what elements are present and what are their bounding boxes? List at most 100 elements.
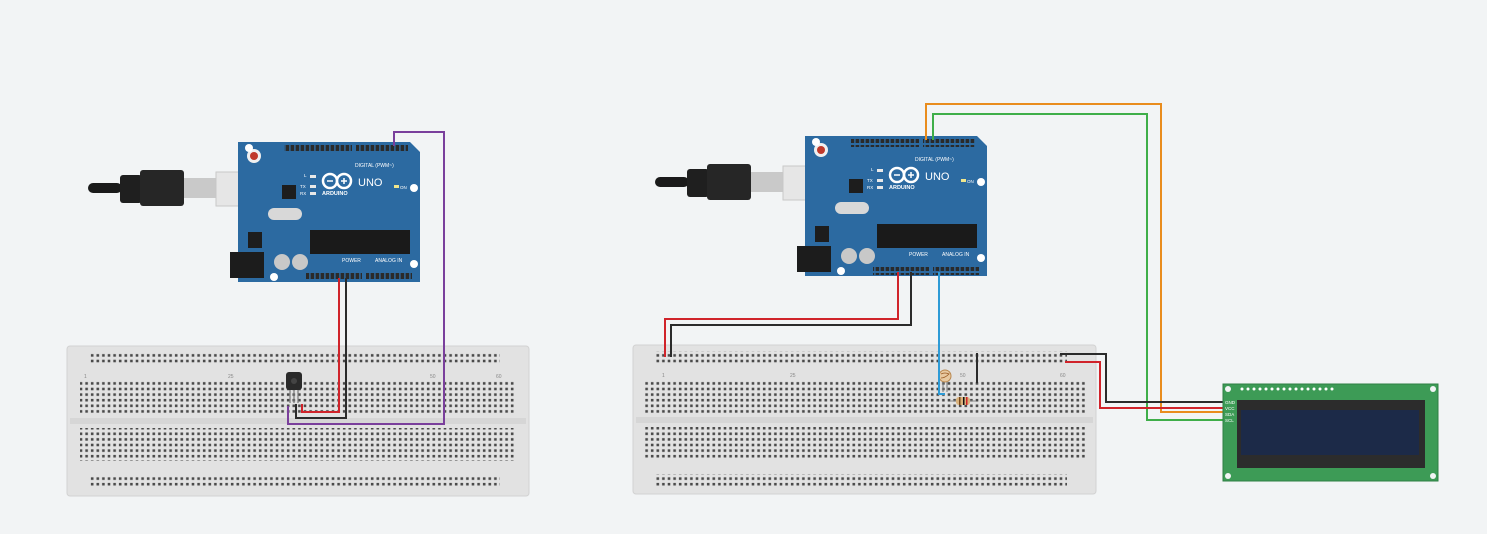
digital-header-right[interactable] bbox=[356, 145, 408, 153]
digital-label: DIGITAL (PWM~) bbox=[915, 157, 954, 163]
col-label: 1 bbox=[662, 373, 665, 379]
on-led-label: ON bbox=[400, 185, 407, 190]
l-led-icon bbox=[877, 169, 883, 172]
l-led-icon bbox=[310, 175, 316, 178]
reset-button-cap bbox=[250, 152, 258, 160]
analog-label: ANALOG IN bbox=[942, 252, 970, 258]
analog-label: ANALOG IN bbox=[375, 258, 403, 264]
crystal-icon bbox=[835, 202, 869, 214]
tx-led-icon bbox=[310, 185, 316, 188]
breadboard-2[interactable]: 1 25 50 60 bbox=[632, 344, 1097, 495]
digital-header-left[interactable] bbox=[284, 145, 352, 153]
breadboard-1[interactable]: 1 25 50 60 bbox=[66, 345, 530, 497]
mounting-hole-icon bbox=[1430, 473, 1436, 479]
model-label: UNO bbox=[925, 171, 950, 183]
mounting-hole-icon bbox=[812, 138, 820, 146]
brand-label: ARDUINO bbox=[322, 191, 348, 197]
capacitor-icon bbox=[859, 248, 875, 264]
center-channel bbox=[636, 417, 1093, 423]
power-label: POWER bbox=[909, 252, 928, 258]
usb-cable[interactable] bbox=[88, 170, 265, 207]
mounting-hole-icon bbox=[410, 260, 418, 268]
mounting-hole-icon bbox=[1430, 386, 1436, 392]
analog-header[interactable] bbox=[933, 267, 979, 275]
column-numbers: 1 25 50 60 bbox=[84, 374, 502, 380]
on-led-label: ON bbox=[967, 179, 974, 184]
col-label: 25 bbox=[790, 373, 796, 379]
terminal-strip-bottom bbox=[645, 427, 1085, 460]
capacitor-icon bbox=[841, 248, 857, 264]
arduino-logo-icon bbox=[321, 172, 353, 190]
arduino-logo-icon bbox=[888, 166, 920, 184]
on-led-icon bbox=[394, 185, 399, 188]
power-header[interactable] bbox=[306, 273, 362, 281]
power-header[interactable] bbox=[873, 267, 929, 275]
digital-header-left[interactable] bbox=[851, 139, 919, 147]
wire-orange[interactable] bbox=[925, 103, 1226, 413]
col-label: 60 bbox=[1060, 373, 1066, 379]
power-jack bbox=[797, 246, 831, 272]
reset-button-cap bbox=[817, 146, 825, 154]
terminal-strip-bottom bbox=[80, 428, 516, 461]
wire-blue[interactable] bbox=[938, 272, 945, 395]
regulator-icon bbox=[248, 232, 262, 248]
lcd-pin-vcc[interactable]: VCC bbox=[1225, 406, 1235, 411]
terminal-strip-top bbox=[645, 380, 1085, 413]
wire-red[interactable] bbox=[301, 278, 340, 413]
wire-black[interactable] bbox=[670, 272, 912, 357]
microcontroller-chip bbox=[877, 224, 977, 248]
usb-chip-icon bbox=[282, 185, 296, 199]
wire-red[interactable] bbox=[664, 272, 899, 357]
regulator-icon bbox=[815, 226, 829, 242]
center-channel bbox=[70, 418, 526, 424]
usb-cable[interactable] bbox=[655, 164, 832, 201]
wire-black[interactable] bbox=[295, 278, 347, 419]
power-rail-top bbox=[90, 352, 500, 364]
digital-label: DIGITAL (PWM~) bbox=[355, 163, 394, 169]
power-rail-bottom bbox=[90, 476, 500, 488]
power-jack bbox=[230, 252, 264, 278]
wire-red-lcd[interactable] bbox=[1065, 361, 1226, 409]
col-label: 25 bbox=[228, 374, 234, 380]
power-rail-bottom bbox=[655, 474, 1067, 486]
column-numbers: 1 25 50 60 bbox=[662, 373, 1066, 379]
wire-green[interactable] bbox=[932, 113, 1226, 421]
usb-chip-icon bbox=[849, 179, 863, 193]
mounting-hole-icon bbox=[1225, 473, 1231, 479]
lcd-header-pins bbox=[1240, 387, 1334, 391]
power-rail-top bbox=[655, 351, 1067, 363]
led-label-rx: RX bbox=[867, 185, 873, 190]
wire-black-lcd[interactable] bbox=[1060, 353, 1226, 403]
arduino-uno-2[interactable]: DIGITAL (PWM~) ARDUINO UNO ON L TX RX PO… bbox=[655, 136, 987, 276]
led-label-l: L bbox=[871, 167, 874, 172]
arduino-uno-1[interactable]: DIGITAL (PWM~) ARDUINO UNO ON L TX RX PO… bbox=[88, 142, 420, 282]
wire-purple[interactable] bbox=[287, 131, 445, 425]
col-label: 50 bbox=[430, 374, 436, 380]
lcd-pin-scl[interactable]: SCL bbox=[1225, 418, 1234, 423]
digital-header-right[interactable] bbox=[923, 139, 975, 147]
lcd-pin-gnd[interactable]: GND bbox=[1225, 400, 1236, 405]
photoresistor[interactable] bbox=[938, 369, 952, 392]
rx-led-icon bbox=[310, 192, 316, 195]
led-label-tx: TX bbox=[300, 184, 306, 189]
mounting-hole-icon bbox=[837, 267, 845, 275]
temperature-sensor[interactable] bbox=[286, 372, 302, 403]
led-label-rx: RX bbox=[300, 191, 306, 196]
capacitor-icon bbox=[274, 254, 290, 270]
on-led-icon bbox=[961, 179, 966, 182]
capacitor-icon bbox=[292, 254, 308, 270]
resistor[interactable] bbox=[950, 397, 976, 405]
wires-circuit-2[interactable] bbox=[664, 103, 1226, 421]
mounting-hole-icon bbox=[977, 178, 985, 186]
analog-header[interactable] bbox=[366, 273, 412, 281]
col-label: 1 bbox=[84, 374, 87, 380]
led-label-l: L bbox=[304, 173, 307, 178]
led-label-tx: TX bbox=[867, 178, 873, 183]
brand-label: ARDUINO bbox=[889, 185, 915, 191]
model-label: UNO bbox=[358, 177, 383, 189]
lcd-i2c-display[interactable]: GND VCC SDA SCL bbox=[1222, 383, 1439, 482]
lcd-pin-sda[interactable]: SDA bbox=[1225, 412, 1234, 417]
mounting-hole-icon bbox=[410, 184, 418, 192]
wires-circuit-1[interactable] bbox=[287, 131, 445, 425]
